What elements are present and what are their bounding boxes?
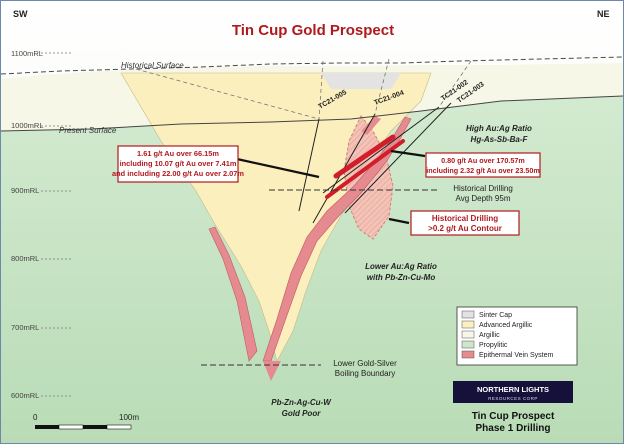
historical-depth-line-1: Historical Drilling [453,184,513,193]
legend-swatch [461,340,475,349]
lower-ratio-line-2: with Pb-Zn-Cu-Mo [367,273,436,282]
intercept-tc21-003 [325,139,405,199]
legend-item-argillic: Argillic [461,330,500,339]
elevation-labels: 1100mRL 1000mRL 900mRL 800mRL 700mRL 600… [11,49,44,400]
elevation-ticks [41,52,71,397]
corner-sw: SW [13,9,28,19]
logo-background [453,381,573,403]
callout-right-line-2: including 2.32 g/t Au over 23.50m [426,166,540,175]
sinter-cap [321,73,401,89]
elevation-1100: 1100mRL [11,49,43,58]
deep-line-1: Pb-Zn-Ag-Cu-W [271,398,332,407]
callout-right-line-1: 0.80 g/t Au over 170.57m [441,156,525,165]
western-vein-splay [208,226,258,362]
legend: Sinter Cap Advanced Argillic Argillic Pr… [456,306,578,366]
elevation-700: 700mRL [11,323,39,332]
legend-item-vein: Epithermal Vein System [461,350,553,359]
present-surface-label: Present Surface [59,126,117,135]
logo-line-2: RESOURCES CORP [488,396,538,401]
footer-line-1: Tin Cup Prospect [472,411,555,422]
drill-holes [298,102,452,224]
elevation-1000: 1000mRL [11,121,44,130]
callout-historical-line-2: >0.2 g/t Au Contour [428,224,502,233]
lower-ratio-line-1: Lower Au:Ag Ratio [365,262,437,271]
intercept-tc21-002 [333,134,396,179]
vein-root [263,361,281,381]
scale-start: 0 [33,413,38,422]
main-vein [262,116,412,362]
legend-item-propylitic: Propylitic [461,340,508,349]
callout-left-line-1: 1.61 g/t Au over 66.15m [137,149,219,158]
historical-surface-line [1,56,623,75]
legend-box [456,306,578,366]
footer-line-2: Phase 1 Drilling [475,423,550,434]
high-ratio-line-1: High Au:Ag Ratio [466,124,532,133]
scale-end: 100m [119,413,139,422]
boiling-line-2: Boiling Boundary [335,369,395,378]
present-surface-line [1,95,623,132]
legend-swatch [461,330,475,339]
corner-ne: NE [597,9,610,19]
callout-historical: Historical Drilling >0.2 g/t Au Contour [410,210,520,236]
legend-swatch [461,320,475,329]
page-title: Tin Cup Gold Prospect [232,22,394,39]
historical-surface-label: Historical Surface [121,61,184,70]
legend-label: Sinter Cap [479,312,512,319]
callout-historical-line-1: Historical Drilling [432,214,498,223]
legend-item-sinter: Sinter Cap [461,310,512,319]
legend-label: Advanced Argillic [479,322,533,329]
callout-left: 1.61 g/t Au over 66.15m including 10.07 … [112,145,244,183]
legend-label: Propylitic [479,342,508,349]
legend-swatch [461,350,475,359]
logo-line-1: NORTHERN LIGHTS [477,385,549,394]
legend-swatch [461,310,475,319]
scale-bar: 0 100m [33,413,139,430]
deep-line-2: Gold Poor [282,409,322,418]
leader-lines [236,149,426,225]
historical-depth-line-2: Avg Depth 95m [456,194,511,203]
callout-left-line-3: and including 22.00 g/t Au over 2.07m [112,169,244,178]
legend-label: Argillic [479,332,500,339]
legend-label: Epithermal Vein System [479,352,553,359]
drill-hole-projections [135,58,472,120]
callout-left-line-2: including 10.07 g/t Au over 7.41m [120,159,237,168]
elevation-900: 900mRL [11,186,39,195]
company-logo: NORTHERN LIGHTS RESOURCES CORP [453,381,573,403]
elevation-800: 800mRL [11,254,39,263]
annotations-plain: Historical Drilling Avg Depth 95m Lower … [333,184,513,378]
annotations: High Au:Ag Ratio Hg-As-Sb-Ba-F Lower Au:… [271,124,532,418]
legend-item-advanced-argillic: Advanced Argillic [461,320,533,329]
callout-right: 0.80 g/t Au over 170.57m including 2.32 … [425,152,541,178]
high-ratio-line-2: Hg-As-Sb-Ba-F [471,135,529,144]
elevation-600: 600mRL [11,391,39,400]
boiling-line-1: Lower Gold-Silver [333,359,397,368]
